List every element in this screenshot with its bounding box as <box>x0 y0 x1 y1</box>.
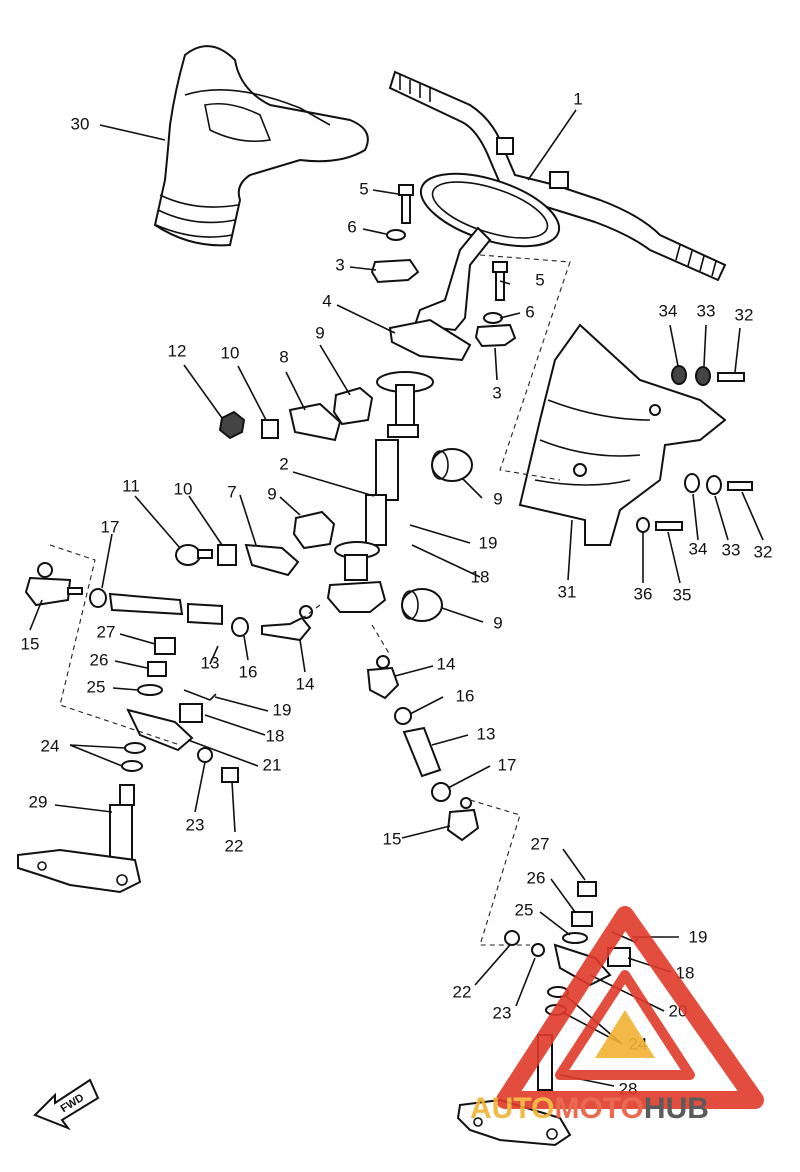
label-part-34b: 34 <box>689 539 708 558</box>
handlebar-illustration <box>388 70 727 282</box>
label-part-17b: 17 <box>498 755 517 774</box>
label-part-22a: 22 <box>225 836 244 855</box>
label-part-32a: 32 <box>735 305 754 324</box>
label-part-18c: 18 <box>676 963 695 982</box>
label-part-34a: 34 <box>659 301 678 320</box>
label-part-26a: 26 <box>90 650 109 669</box>
label-part-21: 21 <box>263 755 282 774</box>
label-part-25a: 25 <box>87 677 106 696</box>
watermark-hub: HUB <box>644 1092 709 1125</box>
bracket-illustration <box>518 323 753 546</box>
watermark-logo-triangle <box>496 906 764 1109</box>
part-number-labels: 1 30 5 6 3 5 6 4 9 3 12 10 8 2 9 11 10 7… <box>21 89 773 1098</box>
steering-wheel-illustration <box>413 172 561 332</box>
label-part-14b: 14 <box>437 654 456 673</box>
label-part-19b: 19 <box>273 700 292 719</box>
label-part-33b: 33 <box>722 540 741 559</box>
label-part-10a: 10 <box>221 343 240 362</box>
label-part-18b: 18 <box>266 726 285 745</box>
label-part-27a: 27 <box>97 622 116 641</box>
label-part-3a: 3 <box>335 255 344 274</box>
label-part-33a: 33 <box>697 301 716 320</box>
label-part-9b: 9 <box>493 489 502 508</box>
label-part-23b: 23 <box>493 1003 512 1022</box>
label-part-18a: 18 <box>471 567 490 586</box>
forward-direction-arrow: FWD <box>33 1078 100 1131</box>
label-part-16b: 16 <box>456 686 475 705</box>
label-part-17a: 17 <box>101 517 120 536</box>
left-tie-rod-illustration <box>24 562 313 642</box>
label-part-19c: 19 <box>689 927 708 946</box>
label-part-22b: 22 <box>453 982 472 1001</box>
label-part-9c: 9 <box>267 484 276 503</box>
label-part-11: 11 <box>122 476 140 495</box>
assembly-dashed-lines <box>49 254 571 946</box>
label-part-13b: 13 <box>477 724 496 743</box>
left-spindle-illustration <box>17 784 142 894</box>
small-parts-left-illustration <box>175 402 342 577</box>
label-part-10b: 10 <box>174 479 193 498</box>
watermark-moto: MOTO <box>554 1092 643 1125</box>
label-part-14a: 14 <box>296 674 315 693</box>
label-part-25b: 25 <box>515 900 534 919</box>
steering-shaft-illustration <box>326 371 434 613</box>
label-part-5a: 5 <box>359 179 368 198</box>
label-part-7: 7 <box>227 482 236 501</box>
label-part-5b: 5 <box>535 270 544 289</box>
left-lower-parts-illustration <box>121 637 239 783</box>
label-part-15a: 15 <box>21 634 40 653</box>
automotohub-watermark: AUTOMOTOHUB <box>470 906 764 1125</box>
watermark-text: AUTOMOTOHUB <box>470 1092 709 1125</box>
label-part-23a: 23 <box>186 815 205 834</box>
label-part-35: 35 <box>673 585 692 604</box>
label-part-32b: 32 <box>754 542 773 561</box>
watermark-auto: AUTO <box>470 1092 554 1125</box>
label-part-2: 2 <box>279 454 288 473</box>
clamp-hardware-illustration <box>370 184 517 362</box>
label-part-3b: 3 <box>492 383 501 402</box>
label-part-27b: 27 <box>531 834 550 853</box>
handlebar-cover-illustration <box>153 45 369 247</box>
label-part-29: 29 <box>29 792 48 811</box>
label-part-24a: 24 <box>41 736 60 755</box>
label-part-13a: 13 <box>201 653 220 672</box>
label-part-8: 8 <box>279 347 288 366</box>
label-part-26b: 26 <box>527 868 546 887</box>
label-part-6b: 6 <box>525 302 534 321</box>
label-part-16a: 16 <box>239 662 258 681</box>
label-part-9d: 9 <box>493 613 502 632</box>
label-part-6a: 6 <box>347 217 356 236</box>
bushings-illustration <box>292 386 473 622</box>
label-part-1: 1 <box>573 89 582 108</box>
label-part-15b: 15 <box>383 829 402 848</box>
label-part-31: 31 <box>558 582 577 601</box>
label-part-36: 36 <box>634 584 653 603</box>
label-part-12: 12 <box>168 341 187 360</box>
label-part-30: 30 <box>71 114 90 133</box>
label-part-9a: 9 <box>315 323 324 342</box>
label-part-4: 4 <box>322 291 331 310</box>
right-tie-rod-illustration <box>366 655 480 842</box>
label-part-19a: 19 <box>479 533 498 552</box>
